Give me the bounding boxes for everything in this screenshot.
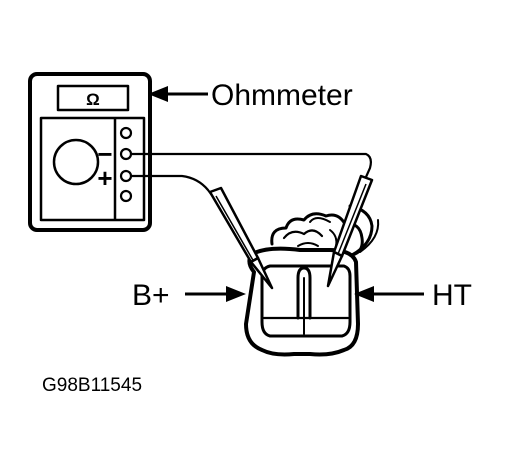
bplus-pointer-arrow (185, 286, 246, 302)
ohmmeter-selector-dial (52, 138, 100, 186)
ohmmeter-plus-sign: + (97, 163, 112, 193)
terminal-label-bplus: B+ (132, 279, 170, 312)
test-lead-negative (129, 152, 372, 179)
probe-positive (208, 186, 274, 290)
connector (244, 204, 380, 357)
test-lead-positive (129, 174, 216, 200)
ohmmeter-case (28, 72, 152, 232)
probe-negative (326, 174, 374, 288)
ohmmeter-minus-sign: − (97, 139, 112, 169)
ohmmeter-jack-minus (119, 147, 133, 161)
ohmmeter-display (56, 84, 130, 112)
connector-wire-bundle (270, 212, 364, 257)
ohmmeter-inner-panel (39, 116, 146, 222)
ohmmeter-display-symbol: Ω (86, 90, 100, 109)
ohmmeter-jack-plus (119, 169, 133, 183)
ohmmeter-jack-1 (119, 126, 133, 140)
ohmmeter (28, 72, 152, 232)
ht-pointer-arrow (354, 286, 424, 302)
figure-code: G98B11545 (42, 375, 142, 396)
connector-housing-inner (260, 264, 352, 338)
ohmmeter-pointer-arrow (148, 86, 208, 102)
ohmmeter-label: Ohmmeter (211, 79, 353, 112)
terminal-label-ht: HT (432, 279, 472, 312)
connector-housing-outer (244, 246, 360, 357)
ohmmeter-jack-4 (119, 189, 133, 203)
connector-terminal-bplus (296, 266, 312, 320)
